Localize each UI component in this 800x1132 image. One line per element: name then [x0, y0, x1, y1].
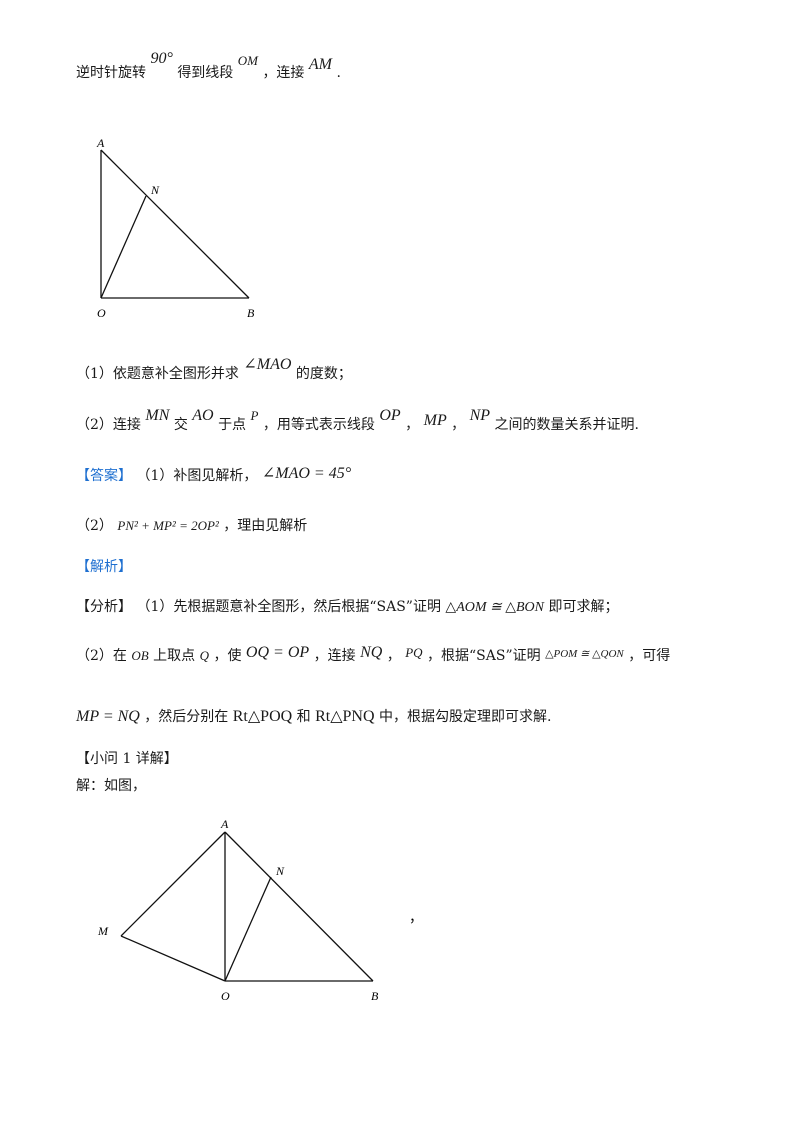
fig2-segment-am [120, 831, 226, 937]
q1-angle: ∠MAO [243, 356, 292, 373]
answer-2-suffix: ，理由见解析 [223, 518, 308, 534]
fig2-trailing-comma: ， [409, 910, 423, 926]
fenxi-text-1: （1）先根据题意补全图形，然后根据“SAS”证明 [136, 599, 441, 615]
label-a: A [96, 136, 105, 150]
q2-p: P [250, 408, 259, 423]
question-1: （1）依题意补全图形并求 ∠MAO 的度数； [76, 356, 352, 383]
angle-90: 90° [150, 50, 173, 67]
fig2-segment-mo [120, 935, 226, 982]
q2-text-1: （2）连接 [76, 417, 141, 433]
part2-text-g: ，可得 [628, 648, 671, 664]
part2-text-d: ，连接 [313, 648, 356, 664]
part2-text-f: ，根据“SAS”证明 [427, 648, 541, 664]
am-symbol: AM [308, 56, 332, 73]
q2-comma-2: ， [451, 417, 466, 433]
fig2-label-n: N [275, 864, 285, 878]
fenxi-tag: 【分析】 [76, 599, 132, 615]
question-2: （2）连接 MN 交 AO 于点 P ，用等式表示线段 OP ， MP ， NP… [76, 407, 639, 434]
answer-2-prefix: （2） [76, 518, 113, 534]
fig2-segment-on [224, 876, 272, 982]
q2-mn: MN [145, 407, 170, 424]
answer-2-math: PN² + MP² = 2OP² [117, 518, 219, 533]
q2-text-5: 之间的数量关系并证明. [494, 417, 639, 433]
segment-on [100, 195, 147, 299]
fig2-label-m: M [97, 924, 109, 938]
label-b: B [247, 306, 255, 320]
part2-text-b: 上取点 [153, 648, 196, 664]
part2-text-e: ， [386, 648, 401, 664]
intro-line: 逆时针旋转 90° 得到线段 OM ，连接 AM . [76, 50, 341, 82]
answer-line-2: （2） PN² + MP² = 2OP² ，理由见解析 [76, 515, 307, 535]
intro-text-b: 得到线段 [177, 65, 234, 81]
part2b-text-b: 和 [296, 709, 311, 725]
fenxi-congruence: △AOM ≅ △BON [445, 600, 545, 615]
answer-1-text: （1）补图见解析， [136, 468, 258, 484]
q2-np: NP [469, 407, 491, 424]
segment-ab [100, 149, 250, 299]
q2-text-3: 于点 [218, 417, 247, 433]
answer-1-math: ∠MAO = 45° [261, 465, 352, 482]
q2-op: OP [379, 407, 401, 424]
part2-text-c: ，使 [213, 648, 242, 664]
intro-text-a: 逆时针旋转 [76, 65, 146, 81]
fig2-label-a: A [220, 817, 229, 831]
solve-line: 解：如图， [76, 778, 146, 794]
part2b-line: MP = NQ ，然后分别在 Rt△POQ 和 Rt△PNQ 中，根据勾股定理即… [76, 706, 551, 726]
om-symbol: OM [237, 53, 258, 68]
q2-comma-1: ， [405, 417, 420, 433]
part2-pq: PQ [405, 645, 423, 660]
part2b-text-a: ，然后分别在 [144, 709, 229, 725]
intro-end: . [336, 65, 341, 81]
part2-oq-op: OQ = OP [245, 644, 310, 661]
answer-line-1: 【答案】 （1）补图见解析， ∠MAO = 45° [76, 465, 351, 485]
part2b-mp-nq: MP = NQ [76, 708, 140, 725]
fig2-label-b: B [371, 989, 379, 1003]
q2-text-4: ，用等式表示线段 [262, 417, 375, 433]
q2-ao: AO [192, 407, 214, 424]
analysis-tag: 【解析】 [76, 559, 132, 575]
fig2-label-o: O [221, 989, 230, 1003]
intro-text-c: ，连接 [262, 65, 305, 81]
fenxi-line: 【分析】 （1）先根据题意补全图形，然后根据“SAS”证明 △AOM ≅ △BO… [76, 596, 618, 616]
part2-line: （2）在 OB 上取点 Q ，使 OQ = OP ，连接 NQ ， PQ ，根据… [76, 644, 671, 665]
part2-ob: OB [131, 648, 149, 663]
part2b-rt1: Rt△POQ [232, 708, 293, 725]
q2-mp: MP [423, 412, 447, 429]
q2-text-2: 交 [173, 417, 188, 433]
part2-q: Q [199, 648, 210, 663]
q1-tail: 的度数； [295, 366, 352, 382]
detail-tag: 【小问 1 详解】 [76, 751, 178, 767]
part2b-text-c: 中，根据勾股定理即可求解. [378, 709, 552, 725]
label-n: N [150, 183, 160, 197]
part2b-rt2: Rt△PNQ [315, 708, 375, 725]
q1-text: （1）依题意补全图形并求 [76, 366, 239, 382]
label-o: O [97, 306, 106, 320]
fenxi-text-2: 即可求解； [548, 599, 619, 615]
answer-tag: 【答案】 [76, 468, 132, 484]
part2-text-a: （2）在 [76, 648, 127, 664]
fig2-segment-ab [224, 831, 374, 982]
part2-nq: NQ [360, 644, 383, 661]
figure-completed [120, 831, 374, 982]
part2-congruence: △POM ≅ △QON [545, 648, 624, 660]
